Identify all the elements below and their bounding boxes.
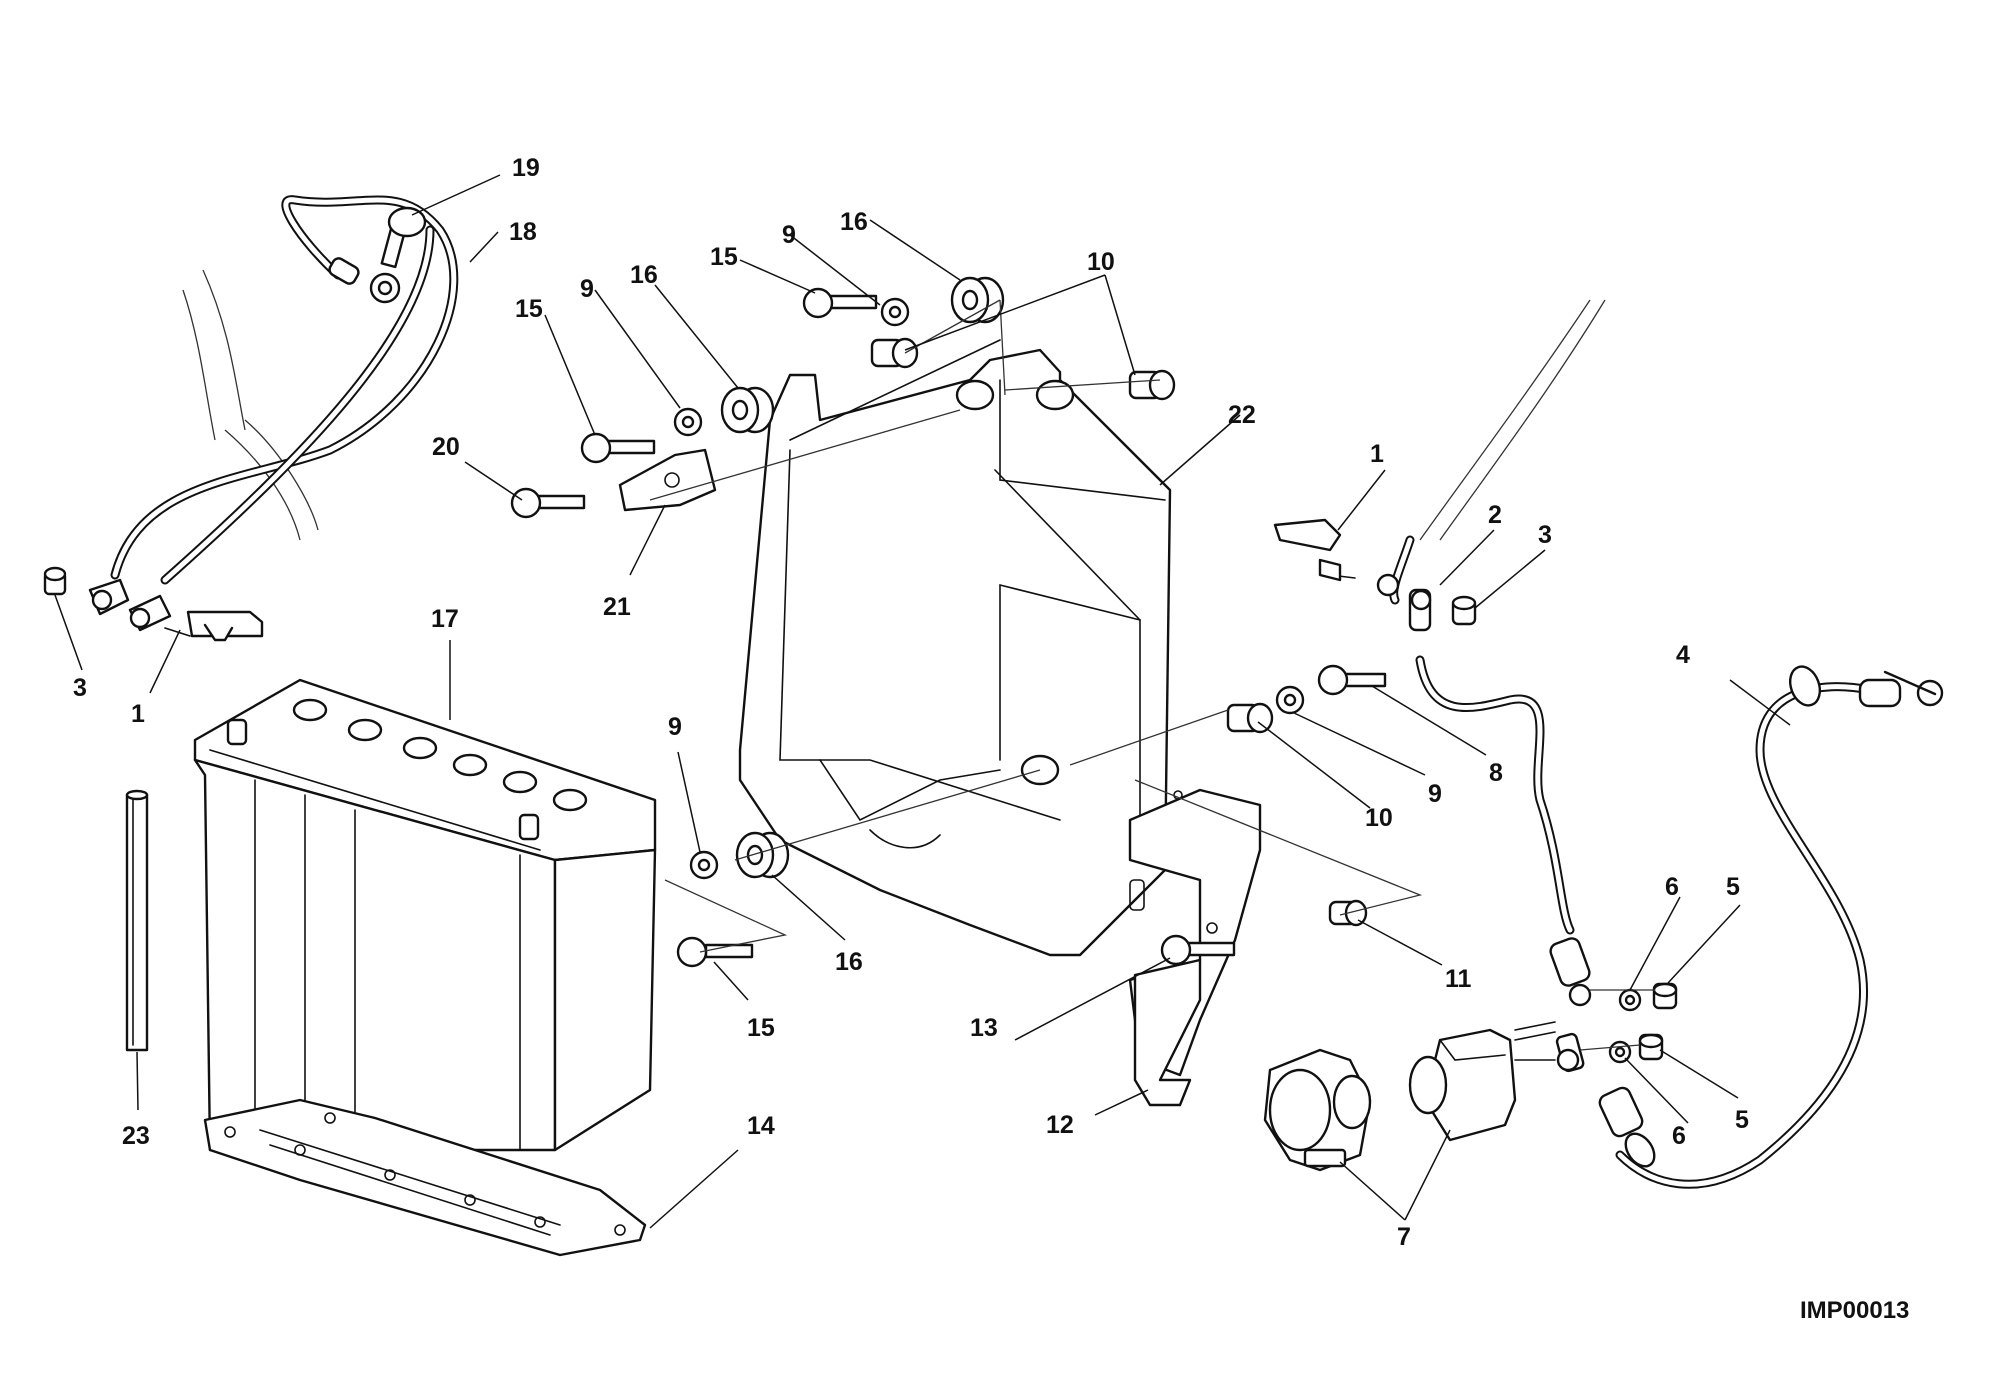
starter-relay	[1263, 1021, 1556, 1172]
callout-5: 5	[1726, 873, 1740, 901]
bolt-8	[1317, 664, 1387, 696]
drawing-reference: IMP00013	[1800, 1297, 1909, 1324]
callout-11: 11	[1445, 965, 1472, 993]
callout-15: 15	[515, 295, 543, 323]
callout-14: 14	[747, 1112, 775, 1140]
callout-22: 22	[1228, 401, 1256, 429]
bolt-15-low	[676, 936, 754, 968]
callout-18: 18	[509, 218, 537, 246]
relay-bracket	[1128, 788, 1262, 1107]
battery	[193, 678, 657, 1152]
callout-9: 9	[782, 221, 796, 249]
callout-3: 3	[1538, 521, 1552, 549]
callout-9: 9	[668, 713, 682, 741]
callout-23: 23	[122, 1122, 150, 1150]
callout-17: 17	[431, 605, 459, 633]
callout-16: 16	[840, 208, 868, 236]
rubber-bushes	[720, 276, 1005, 879]
callout-3: 3	[73, 674, 87, 702]
bolt-15-top	[802, 287, 878, 319]
callout-10: 10	[1365, 804, 1393, 832]
callout-13: 13	[970, 1014, 998, 1042]
callout-2: 2	[1488, 501, 1502, 529]
washers	[673, 297, 1305, 880]
callout-12: 12	[1046, 1111, 1074, 1139]
callout-6: 6	[1665, 873, 1679, 901]
callout-21: 21	[603, 593, 631, 621]
callout-5: 5	[1735, 1106, 1749, 1134]
callout-20: 20	[432, 433, 460, 461]
callout-4: 4	[1676, 641, 1690, 669]
callout-6: 6	[1672, 1122, 1686, 1150]
callout-9: 9	[1428, 780, 1442, 808]
leader-lines	[54, 174, 1791, 1229]
positive-cable	[1273, 518, 1592, 1073]
mount-plate	[618, 448, 717, 512]
rubber-mat	[203, 1098, 647, 1257]
callout-19: 19	[512, 154, 540, 182]
long-cable	[1598, 665, 1944, 1189]
callout-7: 7	[1397, 1223, 1411, 1251]
callout-16: 16	[630, 261, 658, 289]
callout-16: 16	[835, 948, 863, 976]
bolt-20	[510, 487, 586, 519]
bolt-13	[1160, 934, 1236, 966]
vent-tube	[125, 789, 149, 1052]
ground-cable	[110, 195, 459, 585]
callout-15: 15	[747, 1014, 775, 1042]
bolt-19	[380, 206, 427, 269]
callout-15: 15	[710, 243, 738, 271]
left-terminals	[43, 566, 264, 642]
assembly-lines	[649, 299, 1655, 1051]
relay-hardware	[1608, 982, 1678, 1064]
spacers	[870, 337, 1368, 927]
callout-9: 9	[580, 275, 594, 303]
callout-1: 1	[131, 700, 145, 728]
callout-labels: 19 18 16 9 15 10 15 9 16 22 20 21 1 2 3 …	[73, 154, 1749, 1251]
bolt-15-mid	[580, 432, 656, 464]
callout-10: 10	[1087, 248, 1115, 276]
callout-1: 1	[1370, 440, 1384, 468]
battery-tray	[738, 339, 1172, 957]
callout-8: 8	[1489, 759, 1503, 787]
